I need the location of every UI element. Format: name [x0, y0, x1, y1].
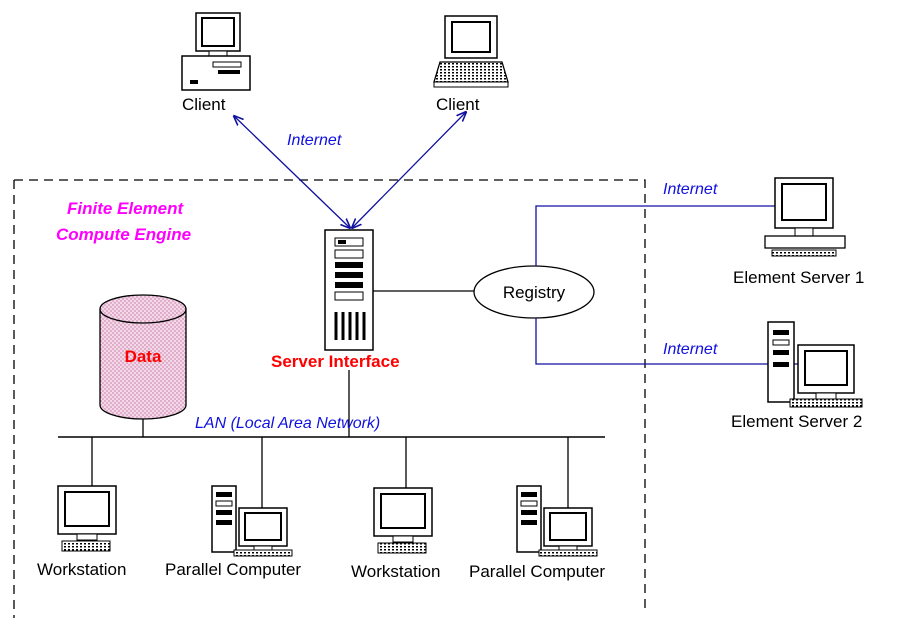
data-store-cylinder — [99, 294, 187, 420]
data-label: Data — [125, 347, 162, 366]
lan-node-label-4: Parallel Computer — [469, 562, 605, 581]
registry-server2-link — [535, 318, 800, 365]
server-tower-icon — [324, 229, 374, 351]
lan-node-label-3: Workstation — [351, 562, 440, 581]
registry-label: Registry — [503, 283, 566, 302]
client1-link — [234, 116, 350, 228]
client-label-2: Client — [436, 95, 480, 114]
server1-internet-label: Internet — [663, 181, 718, 198]
client-desktop-icon — [181, 12, 251, 91]
parallel-computer-2-icon — [516, 485, 598, 557]
element-server-1-icon — [764, 177, 846, 257]
workstation-1-icon — [57, 485, 117, 552]
lan-node-label-2: Parallel Computer — [165, 560, 301, 579]
parallel-computer-1-icon — [211, 485, 293, 557]
compute-engine-boundary — [13, 179, 646, 618]
engine-title-line1: Finite Element — [67, 199, 185, 218]
workstation-2-icon — [373, 487, 433, 554]
element-server-2-icon — [767, 321, 863, 408]
engine-title-line2: Compute Engine — [56, 225, 191, 244]
lan-node-label-1: Workstation — [37, 560, 126, 579]
registry-node — [473, 265, 595, 319]
element-server-1-label: Element Server 1 — [733, 268, 864, 287]
client-internet-label: Internet — [287, 132, 342, 149]
client-label-1: Client — [182, 95, 226, 114]
client-laptop-icon — [433, 15, 509, 88]
lan-label: LAN (Local Area Network) — [195, 415, 380, 432]
server-interface-label: Server Interface — [271, 352, 400, 371]
server2-internet-label: Internet — [663, 341, 718, 358]
registry-server1-link — [535, 205, 778, 266]
element-server-2-label: Element Server 2 — [731, 412, 862, 431]
client2-link — [352, 112, 466, 228]
